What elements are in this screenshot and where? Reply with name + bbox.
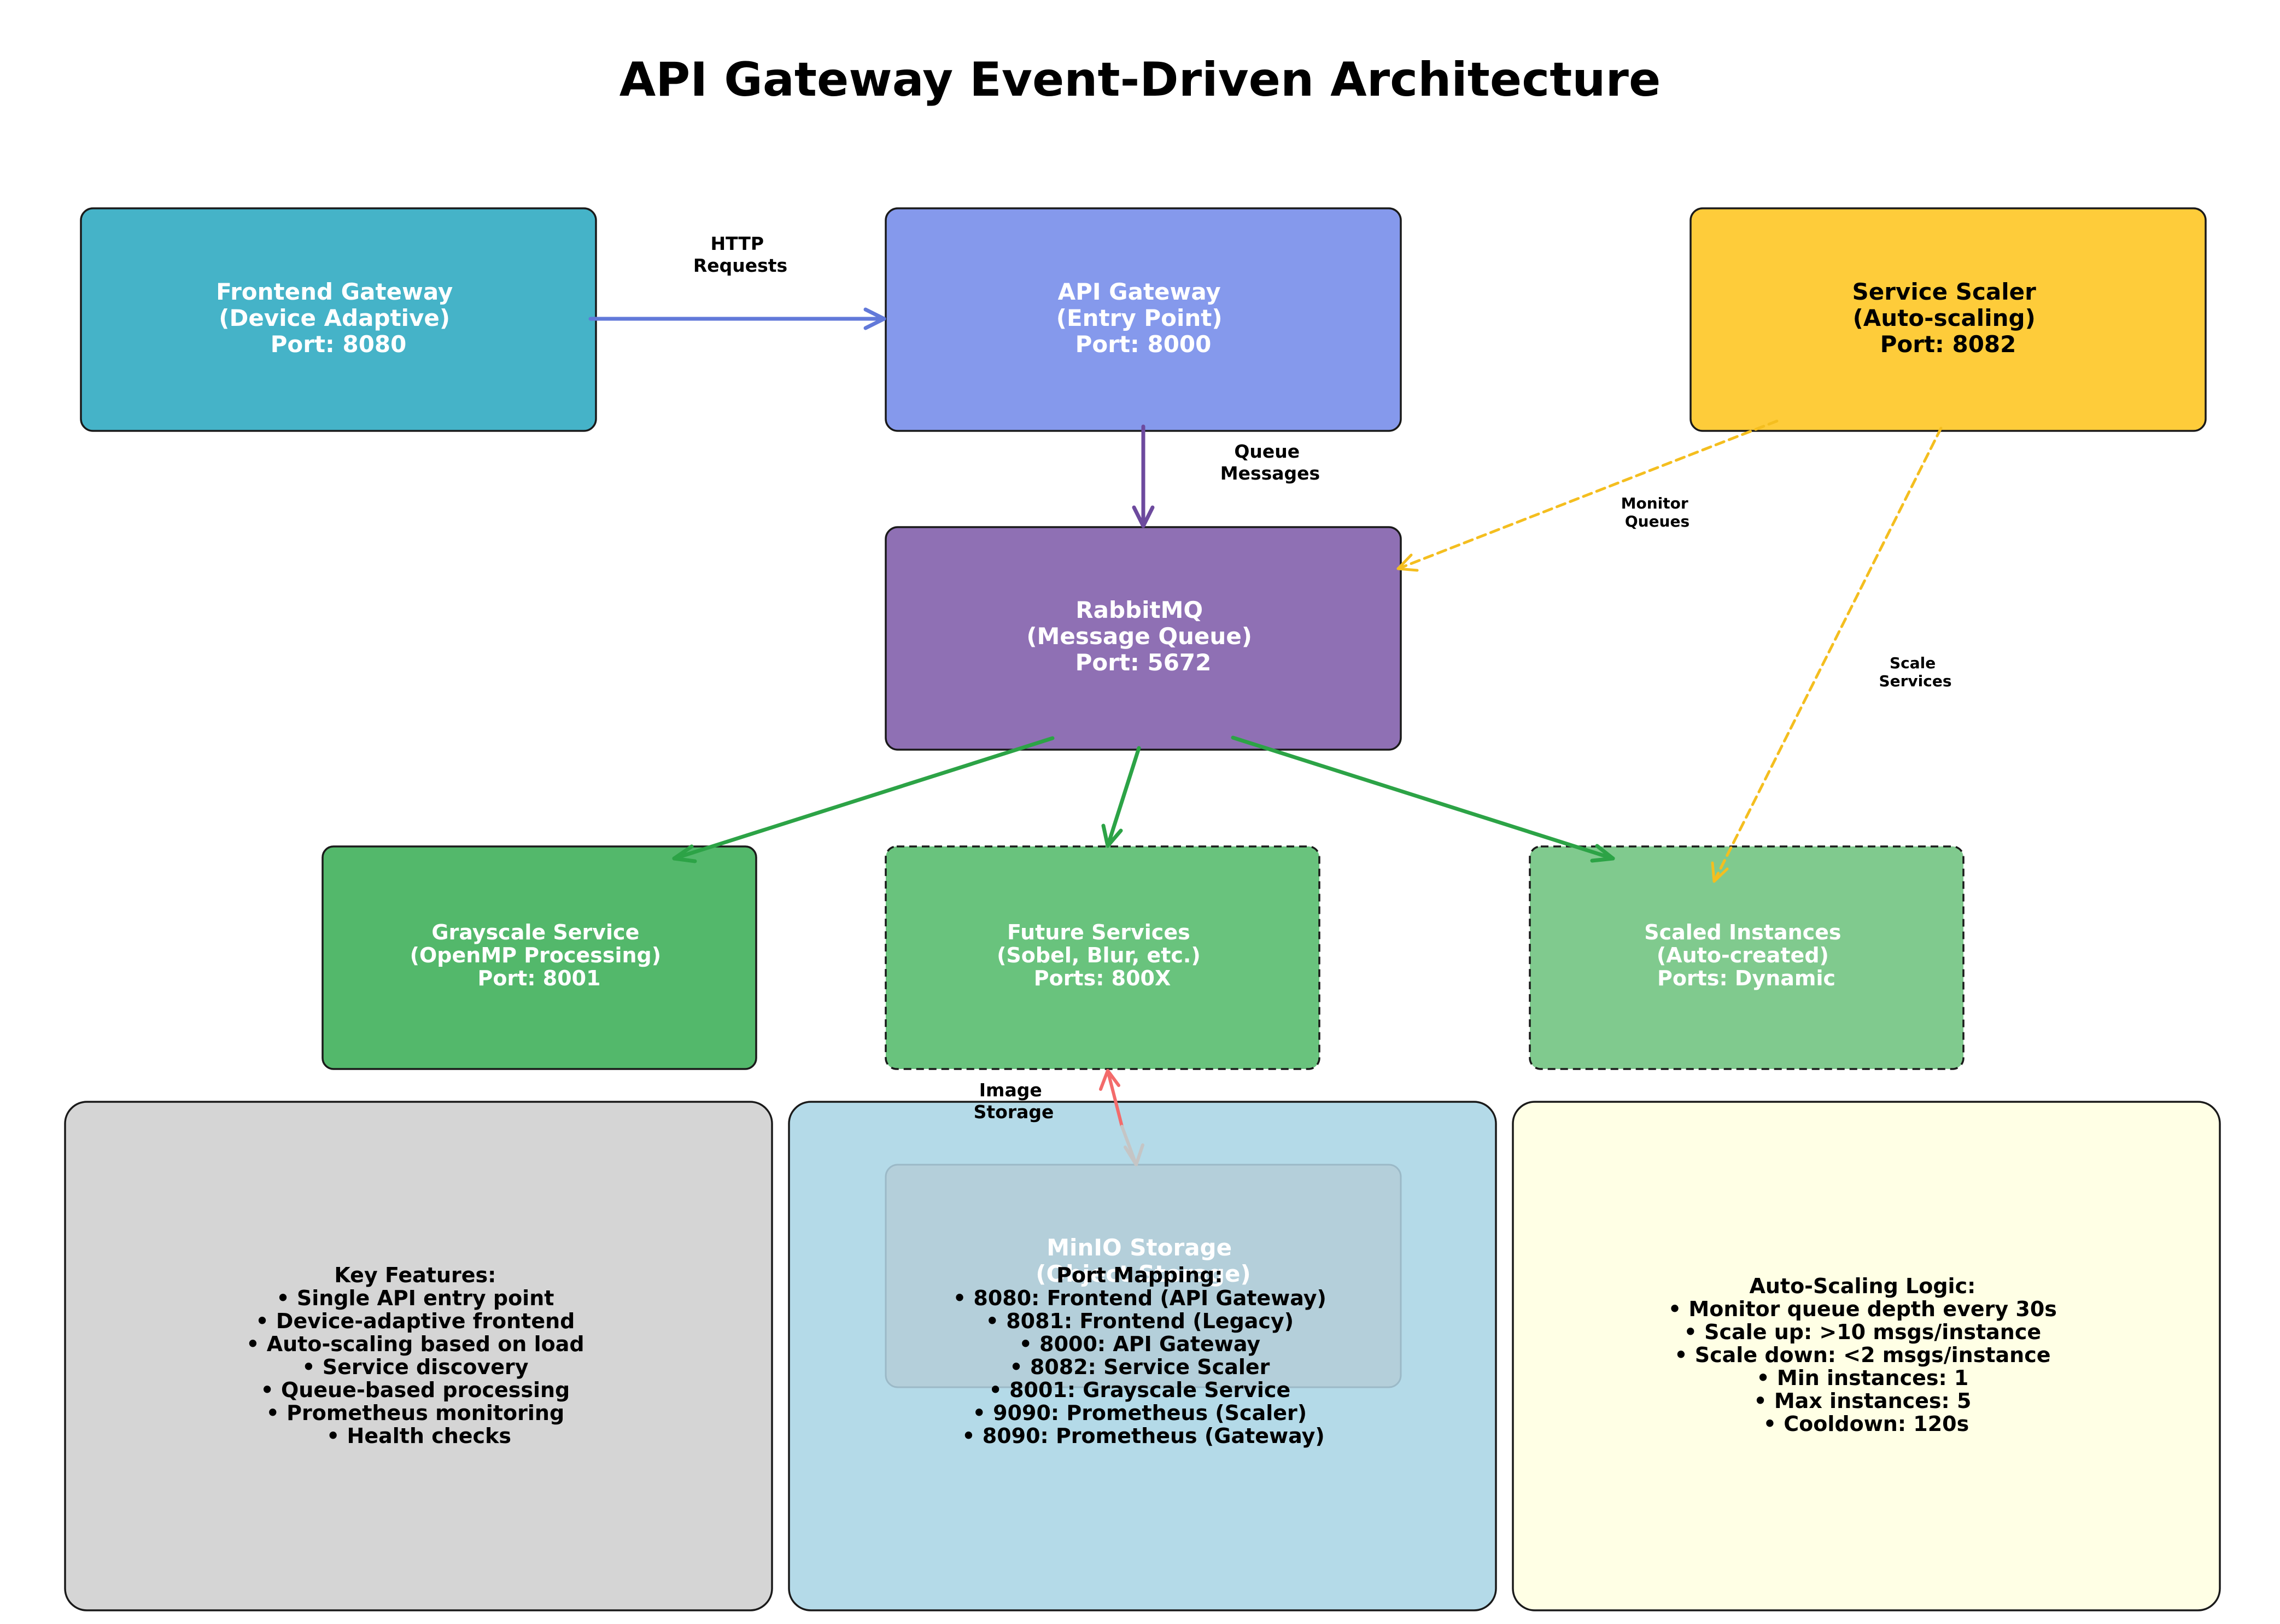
port-mapping-text: Port Mapping: • 8080: Frontend (API Gate… bbox=[953, 1263, 1334, 1448]
grayscale-service-box bbox=[321, 845, 757, 1070]
api-gateway-port: Port: 8000 bbox=[1075, 331, 1212, 358]
key-features-item: • Auto-scaling based on load bbox=[246, 1332, 584, 1356]
port-mapping-item: • 8000: API Gateway bbox=[1019, 1332, 1261, 1356]
port-mapping-heading: Port Mapping: bbox=[1056, 1263, 1223, 1287]
key-features-item: • Queue-based processing bbox=[260, 1378, 570, 1402]
svg-text:MinIO Storage (Object St: MinIO Storage (Object Storage) bbox=[1036, 1234, 1250, 1287]
port-mapping-item: • 8081: Frontend (Legacy) bbox=[986, 1309, 1294, 1333]
key-features-box bbox=[64, 1101, 773, 1611]
monitor-queues-arrow bbox=[1396, 419, 1779, 572]
svg-text:Future Services (Sobel,: Future Services (Sobel, Blur, etc.) Port… bbox=[997, 920, 1208, 990]
port-mapping-item: • 8082: Service Scaler bbox=[1009, 1355, 1270, 1379]
key-features-item: • Single API entry point bbox=[276, 1286, 554, 1310]
svg-text:Key Features: • Single A: Key Features: • Single API entry point •… bbox=[246, 1263, 592, 1448]
scaled-instances-name: Scaled Instances bbox=[1644, 920, 1841, 944]
key-features-item: • Health checks bbox=[326, 1424, 511, 1448]
service-scaler-port: Port: 8082 bbox=[1880, 331, 2016, 358]
grayscale-service-role: (OpenMP Processing) bbox=[410, 943, 661, 967]
future-services-node: Future Services (Sobel, Blur, etc.) Port… bbox=[885, 845, 1320, 1070]
port-mapping-item: • 8080: Frontend (API Gateway) bbox=[953, 1286, 1326, 1310]
api-gateway-role: (Entry Point) bbox=[1056, 305, 1223, 331]
queue-messages-label: Queue Messages bbox=[1220, 441, 1320, 484]
port-mapping-item: • 8090: Prometheus (Gateway) bbox=[962, 1424, 1325, 1448]
port-mapping-item: • 9090: Prometheus (Scaler) bbox=[973, 1401, 1307, 1425]
rabbitmq-port: Port: 5672 bbox=[1075, 649, 1212, 676]
frontend-gateway-node: Frontend Gateway (Device Adaptive) Port:… bbox=[80, 207, 597, 432]
key-features-item: • Prometheus monitoring bbox=[266, 1401, 565, 1425]
svg-text:Frontend Gateway (Device: Frontend Gateway (Device Adaptive) Port:… bbox=[216, 278, 461, 358]
future-services-box bbox=[885, 845, 1320, 1070]
grayscale-service-name: Grayscale Service bbox=[431, 920, 639, 944]
rabbitmq-role: (Message Queue) bbox=[1026, 623, 1252, 650]
svg-text:Auto-Scaling Logic: • Mo: Auto-Scaling Logic: • Monitor queue dept… bbox=[1668, 1274, 2064, 1436]
minio-storage-node: MinIO Storage (Object Storage) bbox=[885, 1164, 1402, 1388]
monitor-queues-label: Monitor Queues bbox=[1621, 494, 1694, 530]
frontend-gateway-role: (Device Adaptive) bbox=[219, 305, 450, 331]
minio-storage-role: (Object Storage) bbox=[1036, 1260, 1250, 1287]
dispatch-grayscale-arrow bbox=[672, 736, 1055, 863]
service-scaler-box bbox=[1689, 207, 2207, 432]
image-storage-label: Image Storage bbox=[974, 1079, 1054, 1123]
svg-text:Grayscale Service (OpenM: Grayscale Service (OpenMP Processing) Po… bbox=[410, 920, 669, 990]
api-gateway-node: API Gateway (Entry Point) Port: 8000 bbox=[885, 207, 1402, 432]
frontend-gateway-port: Port: 8080 bbox=[271, 331, 407, 358]
http-requests-label: HTTP Requests bbox=[693, 233, 787, 276]
key-features-panel: Key Features: • Single API entry point •… bbox=[64, 1101, 773, 1611]
service-scaler-node: Service Scaler (Auto-scaling) Port: 8082 bbox=[1689, 207, 2207, 432]
scaled-instances-role: (Auto-created) bbox=[1657, 943, 1829, 967]
dispatch-future-arrow bbox=[1101, 746, 1141, 848]
scale-services-label: Scale Services bbox=[1879, 654, 1951, 690]
scaled-instances-node: Scaled Instances (Auto-created) Ports: D… bbox=[1529, 845, 1965, 1070]
auto-scaling-item: • Min instances: 1 bbox=[1756, 1366, 1968, 1390]
auto-scaling-box bbox=[1512, 1101, 2221, 1611]
diagram-title: API Gateway Event-Driven Architecture bbox=[619, 52, 1661, 107]
frontend-gateway-name: Frontend Gateway bbox=[216, 278, 453, 305]
svg-text:Scaled Instances (Auto-c: Scaled Instances (Auto-created) Ports: D… bbox=[1644, 920, 1849, 990]
rabbitmq-node: RabbitMQ (Message Queue) Port: 5672 bbox=[885, 526, 1402, 751]
key-features-item: • Service discovery bbox=[302, 1355, 528, 1379]
future-services-role: (Sobel, Blur, etc.) bbox=[997, 943, 1201, 967]
auto-scaling-panel: Auto-Scaling Logic: • Monitor queue dept… bbox=[1512, 1101, 2221, 1611]
auto-scaling-item: • Monitor queue depth every 30s bbox=[1668, 1297, 2057, 1321]
auto-scaling-item: • Scale down: <2 msgs/instance bbox=[1674, 1343, 2050, 1367]
auto-scaling-item: • Cooldown: 120s bbox=[1763, 1412, 1969, 1436]
future-services-port: Ports: 800X bbox=[1034, 966, 1171, 990]
dispatch-scaled-arrow bbox=[1231, 735, 1615, 863]
minio-storage-name: MinIO Storage bbox=[1047, 1234, 1232, 1261]
arrow-layer bbox=[588, 307, 1943, 1166]
key-features-item: • Device-adaptive frontend bbox=[255, 1309, 575, 1333]
auto-scaling-item: • Scale up: >10 msgs/instance bbox=[1684, 1320, 2041, 1344]
image-storage-arrow bbox=[1099, 1069, 1144, 1166]
auto-scaling-heading: Auto-Scaling Logic: bbox=[1749, 1274, 1975, 1298]
http-requests-arrow bbox=[588, 307, 886, 330]
minio-storage-box bbox=[885, 1164, 1402, 1388]
service-scaler-name: Service Scaler bbox=[1852, 278, 2037, 305]
svg-text:RabbitMQ (Message Queue): RabbitMQ (Message Queue) Port: 5672 bbox=[1026, 597, 1260, 676]
svg-text:API Gateway (Entry Point: API Gateway (Entry Point) Port: 8000 bbox=[1056, 278, 1230, 358]
grayscale-service-node: Grayscale Service (OpenMP Processing) Po… bbox=[321, 845, 757, 1070]
future-services-name: Future Services bbox=[1007, 920, 1190, 944]
scaled-instances-box bbox=[1529, 845, 1965, 1070]
api-gateway-name: API Gateway bbox=[1058, 278, 1221, 305]
service-scaler-role: (Auto-scaling) bbox=[1853, 305, 2036, 331]
auto-scaling-item: • Max instances: 5 bbox=[1753, 1389, 1971, 1413]
grayscale-service-port: Port: 8001 bbox=[477, 966, 600, 990]
queue-messages-arrow bbox=[1132, 424, 1155, 528]
scaled-instances-port: Ports: Dynamic bbox=[1657, 966, 1835, 990]
scale-services-arrow bbox=[1711, 427, 1943, 883]
key-features-heading: Key Features: bbox=[334, 1263, 496, 1287]
rabbitmq-name: RabbitMQ bbox=[1075, 597, 1203, 623]
svg-text:Service Scaler (Auto-sca: Service Scaler (Auto-scaling) Port: 8082 bbox=[1852, 278, 2044, 358]
port-mapping-item: • 8001: Grayscale Service bbox=[989, 1378, 1291, 1402]
